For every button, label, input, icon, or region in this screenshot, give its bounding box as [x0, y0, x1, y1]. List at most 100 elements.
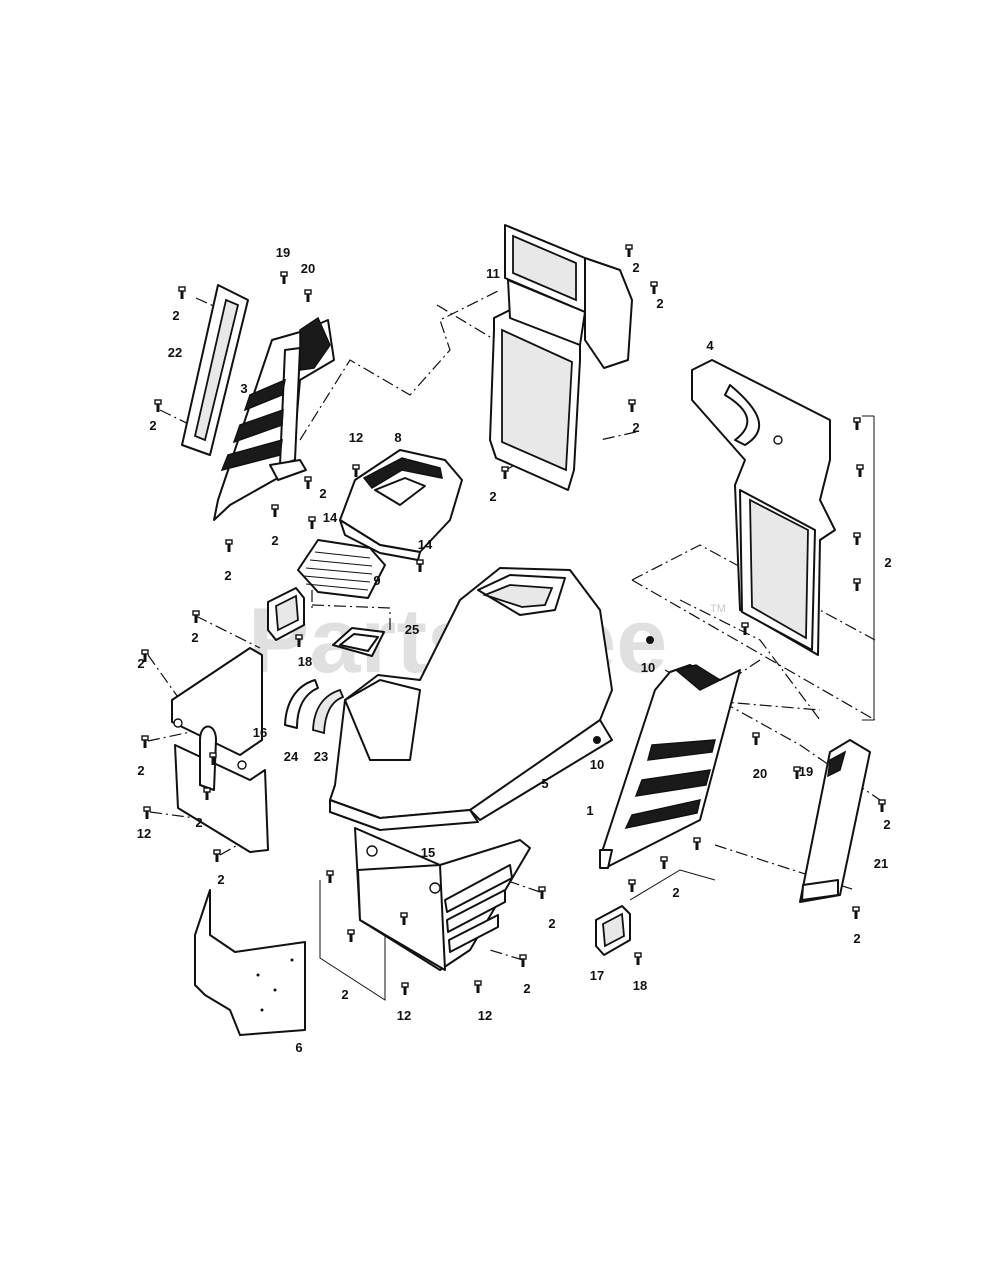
screw-icon — [660, 856, 668, 869]
callout-12: 12 — [478, 1008, 492, 1023]
screw-icon — [154, 399, 162, 412]
callout-5: 5 — [541, 776, 548, 791]
callout-6: 6 — [295, 1040, 302, 1055]
screw-icon — [192, 610, 200, 623]
screw-icon — [501, 466, 509, 479]
callout-2: 2 — [137, 656, 144, 671]
part-11-upper-shroud — [489, 224, 633, 491]
callout-2: 2 — [548, 916, 555, 931]
callout-2: 2 — [632, 420, 639, 435]
part-8-top-cover — [339, 449, 463, 561]
part-9-grille — [297, 539, 386, 599]
callout-10: 10 — [590, 757, 604, 772]
part-6-cover-plate — [194, 889, 306, 1036]
callout-2: 2 — [319, 486, 326, 501]
screw-icon — [203, 787, 211, 800]
callout-2: 2 — [672, 885, 679, 900]
callout-2: 2 — [656, 296, 663, 311]
screw-icon — [852, 906, 860, 919]
callout-2: 2 — [853, 931, 860, 946]
screw-icon — [209, 752, 217, 765]
screw-icon — [326, 870, 334, 883]
part-5-dash-housing — [329, 567, 613, 831]
callout-20: 20 — [753, 766, 767, 781]
screw-icon — [400, 912, 408, 925]
callout-2: 2 — [341, 987, 348, 1002]
screw-icon — [178, 286, 186, 299]
callout-14: 14 — [418, 537, 433, 552]
callout-2: 2 — [884, 555, 891, 570]
callout-18: 18 — [298, 654, 312, 669]
callout-2: 2 — [271, 533, 278, 548]
callout-12: 12 — [397, 1008, 411, 1023]
screw-icon — [853, 578, 861, 591]
part-22-side-strip — [181, 284, 249, 456]
callout-23: 23 — [314, 749, 328, 764]
callout-8: 8 — [394, 430, 401, 445]
screw-icon — [271, 504, 279, 517]
callout-25: 25 — [405, 622, 419, 637]
part-18-upper-bracket — [267, 587, 305, 641]
callout-2: 2 — [632, 260, 639, 275]
part-4-right-panel — [691, 359, 836, 656]
screw-icon — [143, 806, 151, 819]
screw-icon — [280, 271, 288, 284]
callout-2: 2 — [523, 981, 530, 996]
screw-icon — [141, 735, 149, 748]
nut-icon — [593, 736, 601, 744]
callout-4: 4 — [706, 338, 714, 353]
callout-2: 2 — [191, 630, 198, 645]
callout-18: 18 — [633, 978, 647, 993]
screw-icon — [741, 622, 749, 635]
part-3-left-panel — [213, 316, 335, 521]
screw-icon — [347, 929, 355, 942]
callout-12: 12 — [349, 430, 363, 445]
callout-2: 2 — [137, 763, 144, 778]
callout-22: 22 — [168, 345, 182, 360]
part-25-gasket — [332, 627, 385, 657]
screw-icon — [352, 464, 360, 477]
callout-11: 11 — [486, 266, 500, 281]
nut-icon — [646, 636, 654, 644]
screw-icon — [634, 952, 642, 965]
callout-9: 9 — [373, 573, 380, 588]
screw-icon — [401, 982, 409, 995]
screw-icon — [304, 476, 312, 489]
part-1-right-panel — [599, 664, 741, 869]
screw-icon — [416, 559, 424, 572]
screw-icon — [213, 849, 221, 862]
callout-2: 2 — [217, 872, 224, 887]
screw-icon — [853, 417, 861, 430]
screw-icon — [793, 766, 801, 779]
screw-icon — [856, 464, 864, 477]
callout-16: 16 — [253, 725, 267, 740]
callout-2: 2 — [489, 489, 496, 504]
screw-icon — [295, 634, 303, 647]
callout-2: 2 — [883, 817, 890, 832]
callout-14: 14 — [323, 510, 338, 525]
screw-icon — [474, 980, 482, 993]
watermark-trademark: TM — [710, 603, 726, 615]
callout-10: 10 — [641, 660, 655, 675]
screw-icon — [538, 886, 546, 899]
screw-icon — [650, 281, 658, 294]
callout-20: 20 — [301, 261, 315, 276]
part-24-lens — [284, 679, 319, 729]
part-15-lower-bracket — [354, 827, 531, 971]
screw-icon — [625, 244, 633, 257]
part-16-left-bracket — [171, 647, 269, 853]
screw-icon — [628, 879, 636, 892]
screw-icon — [878, 799, 886, 812]
callout-2: 2 — [172, 308, 179, 323]
screw-icon — [752, 732, 760, 745]
screw-icon — [308, 516, 316, 529]
screw-icon — [853, 532, 861, 545]
screw-icon — [519, 954, 527, 967]
callout-2: 2 — [149, 418, 156, 433]
callout-19: 19 — [799, 764, 813, 779]
screw-icon — [141, 649, 149, 662]
callout-1: 1 — [586, 803, 593, 818]
screw-icon — [628, 399, 636, 412]
